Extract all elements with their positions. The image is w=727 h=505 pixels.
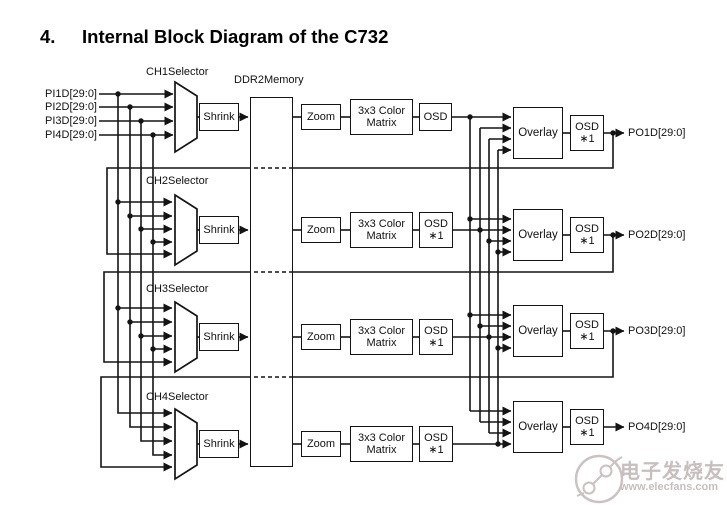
shrink-label: Shrink [203, 110, 235, 123]
section-number: 4. [40, 26, 56, 47]
osd-note-label: ∗1 [579, 427, 595, 439]
fb3-left [100, 376, 250, 472]
matrix-label-line2: Matrix [366, 230, 397, 242]
osd-note1-box-ch3: OSD∗1 [570, 313, 604, 349]
watermark-site: www.elecfans.com [620, 481, 719, 493]
input-label-pi4d: PI4D[29:0] [45, 129, 97, 141]
shrink-box-ch4: Shrink [199, 430, 239, 458]
shrink-box-ch2: Shrink [199, 216, 239, 244]
overlay-label: Overlay [518, 420, 558, 433]
zoom-label: Zoom [306, 330, 336, 343]
osd-box-ch2: OSD∗1 [419, 212, 453, 248]
ch3-selector-label: CH3Selector [146, 283, 209, 295]
input-label-pi1d: PI1D[29:0] [45, 88, 97, 100]
ch1-selector-label: CH1Selector [146, 66, 209, 78]
osd-note-label: ∗1 [579, 235, 595, 247]
overlay-label: Overlay [518, 126, 558, 139]
matrix-label-line2: Matrix [366, 444, 397, 456]
osd-label: OSD [575, 414, 599, 427]
fb1-right [293, 133, 614, 169]
matrix-label-line2: Matrix [366, 337, 397, 349]
ch2-selector-label: CH2Selector [146, 175, 209, 187]
osd-note-label: ∗1 [428, 337, 444, 349]
zoom-label: Zoom [306, 110, 336, 123]
osd-label: OSD [424, 324, 448, 337]
output-label-po3d: PO3D[29:0] [628, 325, 686, 337]
osd-box-ch3: OSD∗1 [419, 319, 453, 355]
zoom-box-ch4: Zoom [301, 431, 341, 457]
overlay-box-ch4: Overlay [513, 401, 563, 453]
ddr2-memory-label: DDR2Memory [234, 74, 304, 86]
elecfans-logo-icon [574, 454, 624, 504]
bus-pi2 [129, 107, 173, 432]
overlay-label: Overlay [518, 324, 558, 337]
ch1-selector-mux [174, 80, 198, 154]
output-label-po1d: PO1D[29:0] [628, 127, 686, 139]
overlay-label: Overlay [518, 228, 558, 241]
output-label-po2d: PO2D[29:0] [628, 229, 686, 241]
page-title: Internal Block Diagram of the C732 [82, 26, 389, 47]
zoom-box-ch3: Zoom [301, 324, 341, 350]
osd-note1-box-ch1: OSD∗1 [570, 115, 604, 151]
matrix-label-line1: 3x3 Color [357, 217, 406, 230]
ch2-selector-mux [174, 193, 198, 267]
overlay-box-ch3: Overlay [513, 305, 563, 357]
matrix-label-line1: 3x3 Color [357, 104, 406, 117]
osd-label: OSD [424, 217, 448, 230]
fb3-right [293, 331, 614, 378]
junction-dots [115, 91, 616, 447]
osd-label: OSD [423, 110, 448, 123]
osd-note-label: ∗1 [428, 444, 444, 456]
zoom-box-ch1: Zoom [301, 104, 341, 130]
shrink-box-ch1: Shrink [199, 103, 239, 131]
osd-label: OSD [575, 222, 599, 235]
osd-note-label: ∗1 [579, 331, 595, 343]
zoom-label: Zoom [306, 223, 336, 236]
osd-note-label: ∗1 [428, 230, 444, 242]
output-label-po4d: PO4D[29:0] [628, 421, 686, 433]
overlay-box-ch2: Overlay [513, 209, 563, 261]
fb2-right [293, 235, 614, 273]
matrix-label-line2: Matrix [366, 117, 397, 129]
osd-box-ch4: OSD∗1 [419, 426, 453, 462]
ch4-selector-label: CH4Selector [146, 391, 209, 403]
osd-label: OSD [424, 431, 448, 444]
input-label-pi3d: PI3D[29:0] [45, 115, 97, 127]
osd-note1-box-ch2: OSD∗1 [570, 217, 604, 253]
matrix-label-line1: 3x3 Color [357, 431, 406, 444]
shrink-label: Shrink [203, 437, 235, 450]
osd-note1-box-ch4: OSD∗1 [570, 409, 604, 445]
ddr2-memory-box [250, 97, 293, 467]
overlay-box-ch1: Overlay [513, 107, 563, 159]
zoom-label: Zoom [306, 437, 336, 450]
ch4-selector-mux [174, 407, 198, 481]
osd-label: OSD [575, 318, 599, 331]
ch3-selector-mux [174, 300, 198, 374]
zoom-box-ch2: Zoom [301, 217, 341, 243]
shrink-label: Shrink [203, 223, 235, 236]
input-label-pi2d: PI2D[29:0] [45, 101, 97, 113]
watermark-brand: 电子发烧友 [620, 461, 725, 483]
fb2-left [103, 271, 250, 367]
osd-box-ch1: OSD [419, 103, 452, 131]
shrink-label: Shrink [203, 330, 235, 343]
shrink-box-ch3: Shrink [199, 323, 239, 351]
matrix-label-line1: 3x3 Color [357, 324, 406, 337]
fb1-left [106, 167, 250, 259]
osd-label: OSD [575, 120, 599, 133]
osd-note-label: ∗1 [579, 133, 595, 145]
